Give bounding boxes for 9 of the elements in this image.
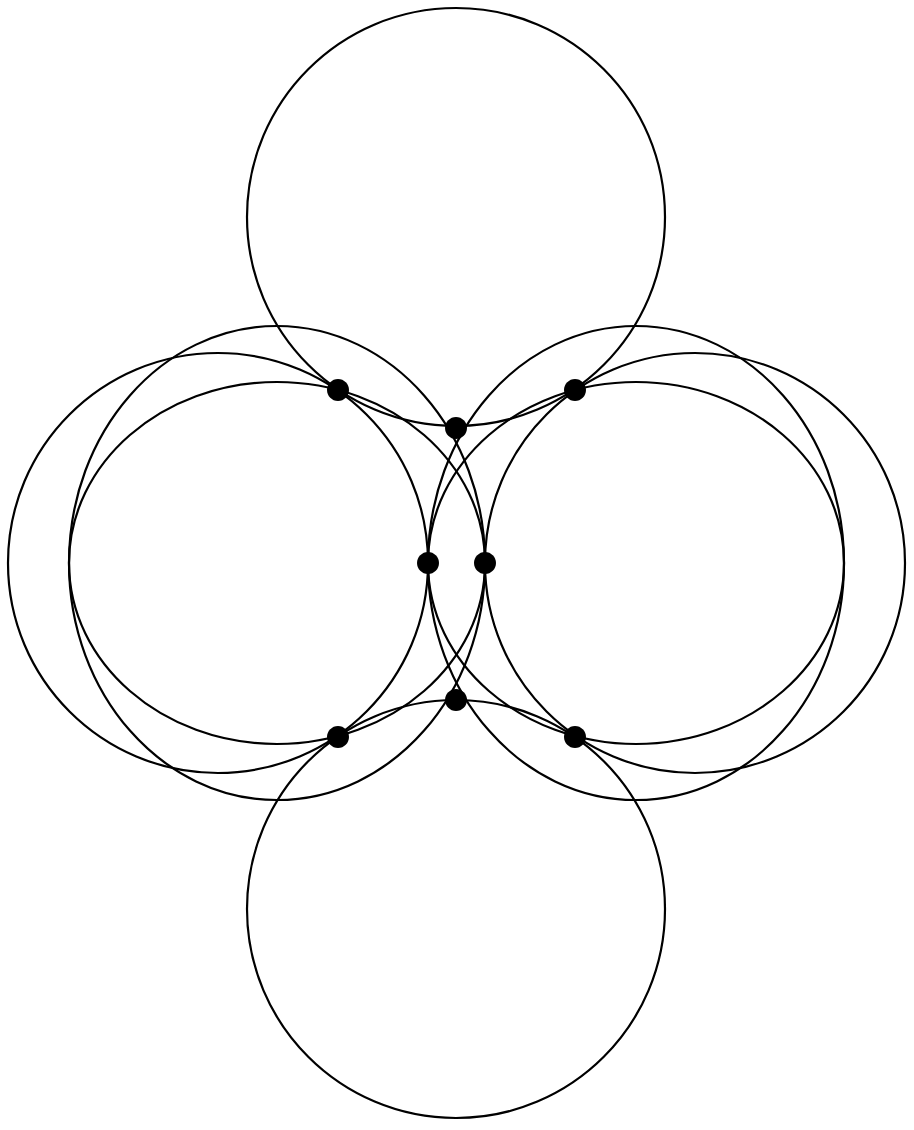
point-dot	[327, 726, 349, 748]
circle-outline	[245, 698, 667, 1120]
circle-outline	[483, 351, 907, 775]
circle-outline	[245, 6, 667, 428]
point-dot	[445, 417, 467, 439]
ellipse-outline	[67, 324, 487, 802]
circle-outline	[6, 351, 430, 775]
point-dot	[445, 689, 467, 711]
ellipse-outline	[426, 324, 846, 802]
